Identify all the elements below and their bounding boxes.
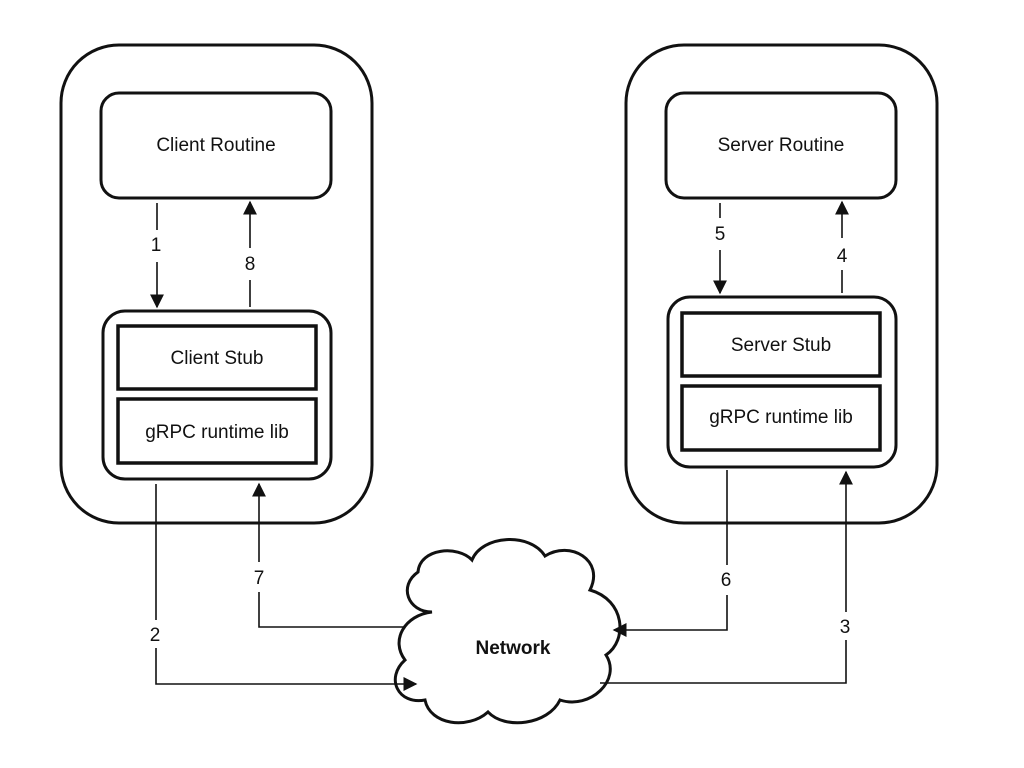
step-3-line-a [600,640,847,684]
step-2-label: 2 [150,625,161,646]
client-stub-label: Client Stub [171,348,264,369]
client-routine-box: Client Routine [99,91,333,200]
step-7-label: 7 [254,568,265,589]
client-routine-label: Client Routine [156,135,275,156]
network-cloud: Network [393,538,622,725]
server-container: Server Routine Server Stub gRPC runtime … [624,43,939,525]
step-1-label: 1 [151,235,162,256]
step-8-label: 8 [245,254,256,275]
server-stub-label: Server Stub [731,335,831,356]
client-runtime-box [116,397,318,465]
client-stack: Client Stub gRPC runtime lib [101,309,333,481]
server-stack: Server Stub gRPC runtime lib [666,295,898,469]
server-runtime-label: gRPC runtime lib [709,407,853,428]
server-routine-box: Server Routine [664,91,898,200]
server-stub-box [680,311,882,378]
step-4-label: 4 [837,246,848,267]
client-stub-box [116,324,318,391]
client-container: Client Routine Client Stub gRPC runtime … [59,43,374,525]
server-runtime-box [680,384,882,452]
server-routine-label: Server Routine [718,135,845,156]
step-2-arrow [155,648,418,691]
client-runtime-label: gRPC runtime lib [145,422,289,443]
step-6-arrow [612,595,728,637]
network-label: Network [476,638,551,659]
step-5-label: 5 [715,224,726,245]
step-6-label: 6 [721,570,732,591]
step-7-line-a [258,592,404,628]
step-3-label: 3 [840,617,851,638]
